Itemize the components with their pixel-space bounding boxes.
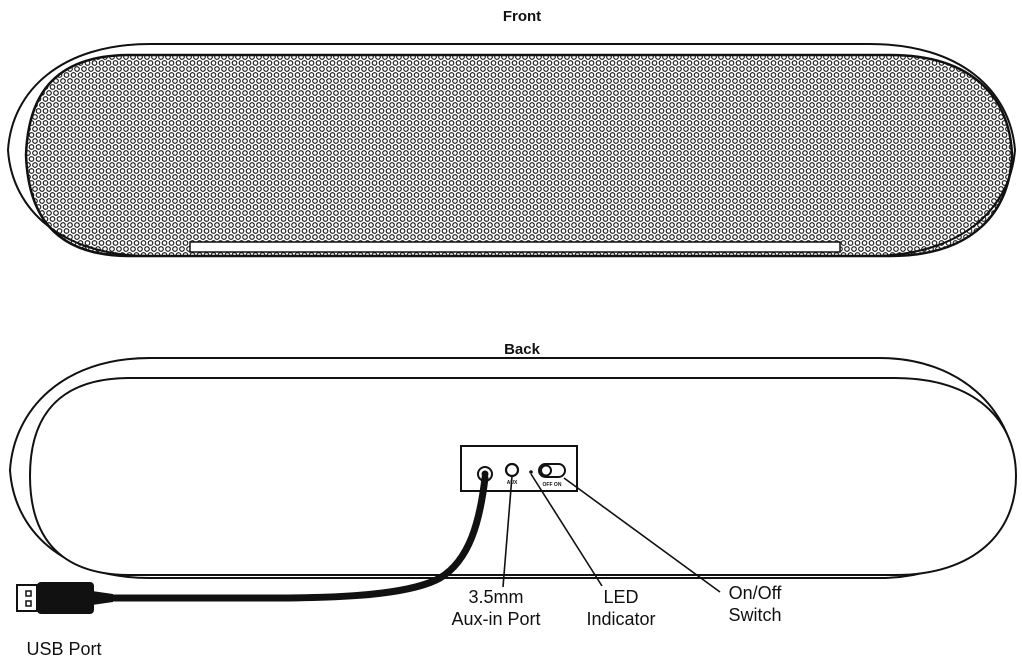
speaker-back: AUX OFF ON <box>8 357 1018 579</box>
led-callout-line1: LED <box>603 587 638 607</box>
usb-plug <box>16 582 113 614</box>
front-grille <box>24 53 1014 258</box>
usb-plug-contact-1 <box>25 590 32 597</box>
front-base-strip <box>189 241 841 253</box>
aux-mark-label: AUX <box>507 480 518 486</box>
aux-callout-line1: 3.5mm <box>468 587 523 607</box>
switch-callout-line1: On/Off <box>729 583 783 603</box>
led-callout-line2: Indicator <box>586 609 655 629</box>
speaker-front <box>6 43 1017 258</box>
usb-cable <box>108 474 489 602</box>
usb-plug-body <box>37 582 94 614</box>
switch-knob <box>540 464 552 477</box>
usb-plug-connector <box>16 584 38 612</box>
switch-mark-label: OFF ON <box>543 482 562 488</box>
usb-plug-contact-2 <box>25 600 32 607</box>
aux-leader-line <box>502 475 513 588</box>
led-indicator <box>529 470 533 474</box>
aux-callout-line2: Aux-in Port <box>451 609 540 629</box>
usb-port-callout: USB Port <box>26 639 101 659</box>
front-title: Front <box>503 8 541 25</box>
usb-plug-strain-relief <box>92 591 113 605</box>
led-leader-line <box>530 473 603 587</box>
switch-leader-line <box>563 477 721 593</box>
back-title: Back <box>504 341 541 358</box>
aux-in-port[interactable] <box>504 462 520 478</box>
switch-callout-line2: Switch <box>728 605 781 625</box>
